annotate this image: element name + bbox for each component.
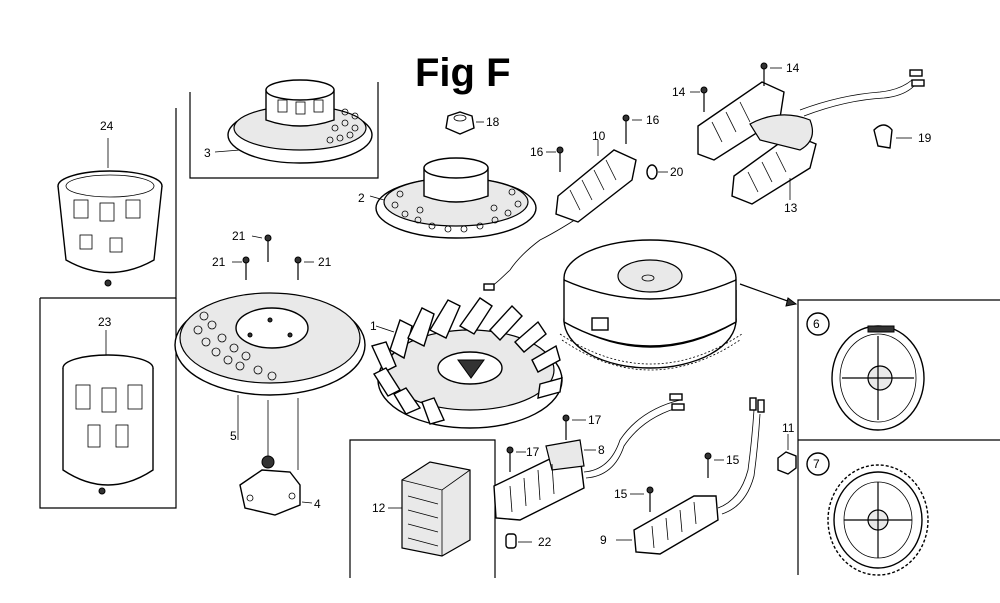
callout-23: 23 bbox=[98, 315, 112, 329]
part-12-regulator bbox=[388, 461, 471, 557]
callout-10: 10 bbox=[592, 129, 606, 143]
panel-borders bbox=[39, 82, 1000, 578]
callout-20: 20 bbox=[670, 165, 684, 179]
callout-15b: 15 bbox=[614, 487, 628, 501]
callout-2: 2 bbox=[358, 191, 365, 205]
part-8-coil bbox=[493, 393, 685, 521]
callout-4: 4 bbox=[314, 497, 321, 511]
part-2-perforated-cover bbox=[369, 157, 537, 239]
callout-22: 22 bbox=[538, 535, 552, 549]
figure-title: Fig F bbox=[415, 51, 511, 95]
part-9-coil bbox=[616, 397, 765, 555]
part-24-cup bbox=[57, 138, 163, 287]
callout-labels: 1 2 3 4 5 6 7 8 9 10 11 12 13 14 14 15 1… bbox=[98, 61, 932, 549]
part-20-washer bbox=[646, 164, 668, 180]
callout-7: 7 bbox=[813, 457, 820, 471]
callout-17b: 17 bbox=[526, 445, 540, 459]
callout-9: 9 bbox=[600, 533, 607, 547]
callout-1: 1 bbox=[370, 319, 377, 333]
part-13-coil bbox=[690, 62, 925, 205]
part-22-grommet bbox=[505, 533, 532, 549]
part-19-clip bbox=[873, 124, 912, 149]
base-plate bbox=[174, 292, 366, 470]
callout-21a: 21 bbox=[232, 229, 246, 243]
flywheel bbox=[559, 239, 798, 371]
callout-14a: 14 bbox=[672, 85, 686, 99]
callout-21b: 21 bbox=[212, 255, 226, 269]
callout-24: 24 bbox=[100, 119, 114, 133]
part-1-fan bbox=[371, 297, 563, 429]
callout-18: 18 bbox=[486, 115, 500, 129]
part-7-gear bbox=[806, 452, 929, 576]
part-3-cover bbox=[214, 79, 373, 164]
part-23-cylinder bbox=[62, 330, 154, 495]
part-6-pulley bbox=[806, 312, 925, 431]
callout-19: 19 bbox=[918, 131, 932, 145]
part-11-block bbox=[777, 434, 797, 475]
callout-11: 11 bbox=[782, 421, 795, 435]
screws-21 bbox=[232, 234, 314, 280]
callout-6: 6 bbox=[813, 317, 820, 331]
part-10-coil bbox=[546, 114, 642, 223]
callout-13: 13 bbox=[784, 201, 798, 215]
callout-12: 12 bbox=[372, 501, 386, 515]
callout-17a: 17 bbox=[588, 413, 602, 427]
callout-16a: 16 bbox=[530, 145, 544, 159]
callout-15a: 15 bbox=[726, 453, 740, 467]
callout-3: 3 bbox=[204, 146, 211, 160]
callout-14b: 14 bbox=[786, 61, 800, 75]
callout-16b: 16 bbox=[646, 113, 660, 127]
connector-10 bbox=[483, 283, 495, 291]
wire-10 bbox=[489, 209, 591, 289]
part-18-nut bbox=[445, 111, 484, 135]
callout-5: 5 bbox=[230, 429, 237, 443]
part-4-bracket bbox=[239, 455, 313, 516]
callout-8: 8 bbox=[598, 443, 605, 457]
callout-21c: 21 bbox=[318, 255, 332, 269]
